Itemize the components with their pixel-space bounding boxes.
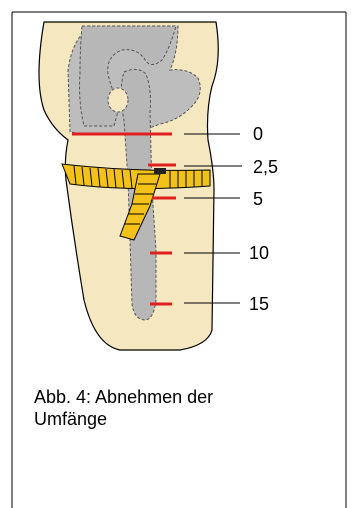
patella xyxy=(108,88,128,112)
tape-buckle xyxy=(154,168,166,174)
caption-line-2: Umfänge xyxy=(34,408,334,430)
label-2-5: 2,5 xyxy=(253,158,278,176)
label-15: 15 xyxy=(249,295,269,313)
label-0: 0 xyxy=(253,125,263,143)
figure-caption: Abb. 4: Abnehmen der Umfänge xyxy=(34,386,334,430)
label-5: 5 xyxy=(253,190,263,208)
caption-line-1: Abb. 4: Abnehmen der xyxy=(34,386,334,408)
label-10: 10 xyxy=(249,244,269,262)
